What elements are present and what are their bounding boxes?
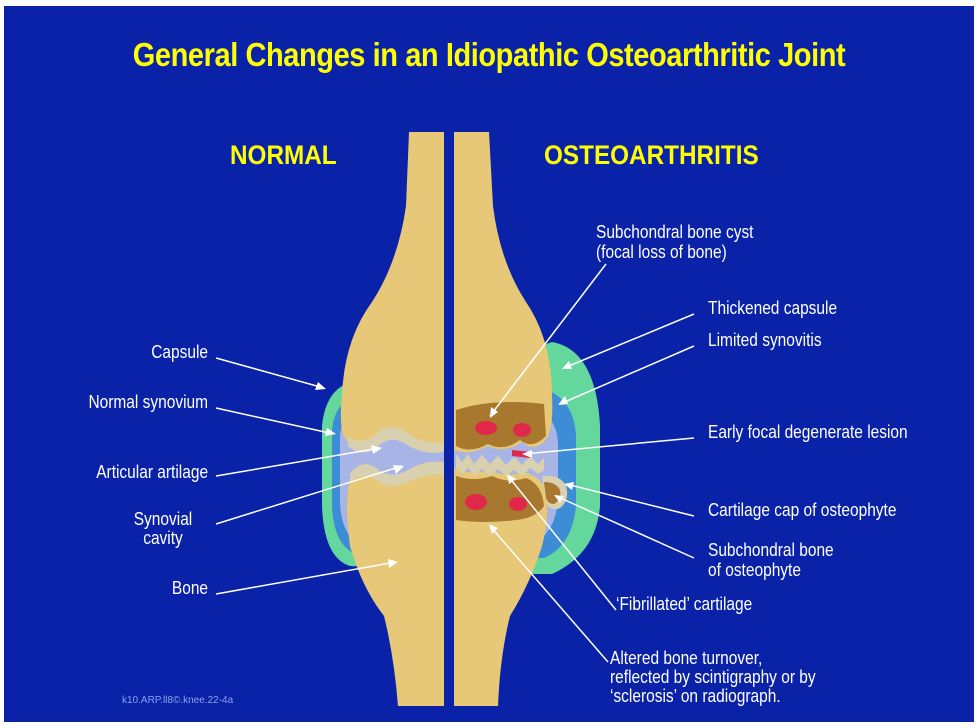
arrow-capsule bbox=[315, 382, 326, 390]
normal-tibia bbox=[347, 468, 444, 706]
label-synovial: Synovial bbox=[133, 509, 193, 530]
leader-capsule bbox=[216, 358, 324, 388]
credit-text: k10.ARP.ll8©.knee.22-4a bbox=[122, 695, 233, 706]
label-limited-synovitis: Limited synovitis bbox=[708, 330, 822, 351]
label-normal-synovium: Normal synovium bbox=[88, 392, 208, 413]
oa-cyst-1 bbox=[475, 421, 497, 435]
oa-femur-subchondral bbox=[456, 402, 546, 450]
label-cavity: cavity bbox=[133, 528, 193, 549]
label-cyst-1: Subchondral bone cyst bbox=[596, 222, 753, 243]
heading-normal: NORMAL bbox=[230, 140, 337, 171]
slide: General Changes in an Idiopathic Osteoar… bbox=[4, 6, 974, 722]
label-thickened-capsule: Thickened capsule bbox=[708, 298, 837, 319]
label-cartilage-cap: Cartilage cap of osteophyte bbox=[708, 500, 896, 521]
label-altered-3: ‘sclerosis’ on radiograph. bbox=[610, 686, 781, 707]
label-subchondral-osteophyte-2: of osteophyte bbox=[708, 560, 801, 581]
label-altered-1: Altered bone turnover, bbox=[610, 648, 762, 669]
oa-sclerosis-2 bbox=[509, 497, 527, 511]
label-cyst-2: (focal loss of bone) bbox=[596, 242, 727, 263]
label-altered-2: reflected by scintigraphy or by bbox=[610, 667, 816, 688]
label-capsule: Capsule bbox=[151, 342, 208, 363]
oa-sclerosis-1 bbox=[465, 494, 487, 510]
knee-joint-diagram bbox=[4, 6, 974, 722]
normal-femur bbox=[341, 132, 444, 451]
heading-osteoarthritis: OSTEOARTHRITIS bbox=[544, 140, 759, 171]
leader-thickened-capsule bbox=[564, 314, 694, 368]
oa-cyst-2 bbox=[513, 423, 531, 437]
leader-normal-synovium bbox=[216, 408, 334, 434]
slide-title: General Changes in an Idiopathic Osteoar… bbox=[62, 36, 916, 74]
label-articular-cartilage: Articular artilage bbox=[96, 462, 208, 483]
center-divider bbox=[444, 132, 454, 722]
label-fibrillated: ‘Fibrillated’ cartilage bbox=[616, 594, 752, 615]
label-bone: Bone bbox=[172, 578, 208, 599]
label-early-lesion: Early focal degenerate lesion bbox=[708, 422, 908, 443]
label-subchondral-osteophyte-1: Subchondral bone bbox=[708, 540, 834, 561]
